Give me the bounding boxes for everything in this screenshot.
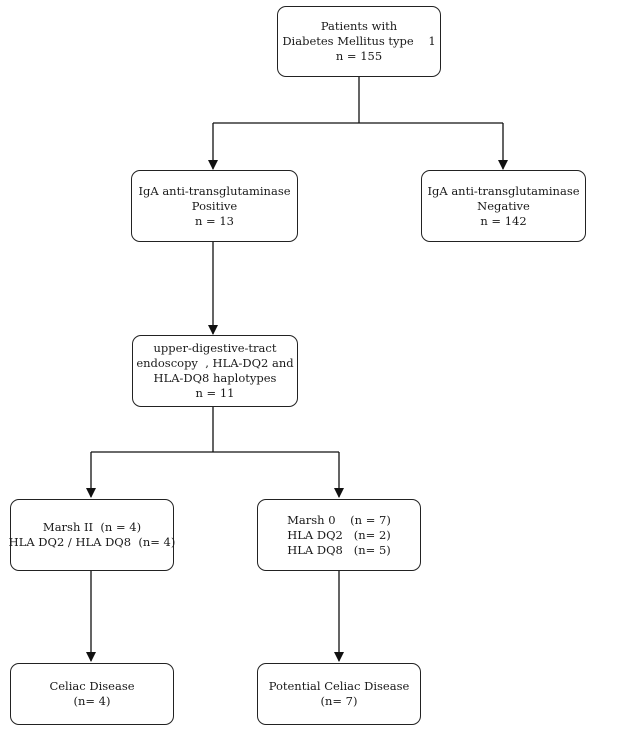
node-potential-line-1: Potential Celiac Disease: [268, 679, 410, 693]
node-celiac-line-1: Celiac Disease: [49, 679, 135, 693]
node-negative-line-1: IgA anti-transglutaminase: [427, 183, 580, 198]
node-negative-line-2: Negative: [477, 198, 530, 213]
node-marsh2-line-1: Marsh II (n = 4): [42, 520, 142, 534]
node-positive-count: n = 13: [195, 213, 234, 228]
node-negative: IgA anti-transglutaminase Negative n = 1…: [421, 170, 586, 242]
node-endoscopy: upper-digestive-tract endoscopy , HLA-DQ…: [132, 335, 298, 407]
node-positive-line-1: IgA anti-transglutaminase: [138, 183, 291, 198]
node-patients-line-1: Patients with: [320, 19, 398, 33]
node-patients-line-2: Diabetes Mellitus type 1: [282, 34, 436, 48]
node-celiac: Celiac Disease (n= 4): [10, 663, 174, 725]
node-celiac-count: (n= 4): [73, 694, 111, 708]
node-marsh0-line-2: HLA DQ2 (n= 2): [287, 527, 391, 542]
node-positive-line-2: Positive: [191, 198, 238, 213]
node-endoscopy-line-1: upper-digestive-tract: [153, 341, 277, 355]
node-marsh0: Marsh 0 (n = 7) HLA DQ2 (n= 2) HLA DQ8 (…: [257, 499, 421, 571]
node-marsh0-line-1: Marsh 0 (n = 7): [287, 512, 391, 527]
node-potential: Potential Celiac Disease (n= 7): [257, 663, 421, 725]
node-endoscopy-line-2: endoscopy , HLA-DQ2 and: [136, 356, 294, 370]
node-marsh2-line-2: HLA DQ2 / HLA DQ8 (n= 4): [8, 535, 176, 549]
node-marsh0-line-3: HLA DQ8 (n= 5): [287, 542, 391, 557]
node-negative-count: n = 142: [480, 213, 527, 228]
node-positive: IgA anti-transglutaminase Positive n = 1…: [131, 170, 298, 242]
node-potential-count: (n= 7): [320, 694, 358, 708]
node-patients-count: n = 155: [335, 49, 383, 63]
node-patients: Patients with Diabetes Mellitus type 1 n…: [277, 6, 441, 77]
node-endoscopy-count: n = 11: [195, 386, 235, 400]
node-marsh2: Marsh II (n = 4) HLA DQ2 / HLA DQ8 (n= 4…: [8, 499, 176, 571]
node-endoscopy-line-3: HLA-DQ8 haplotypes: [153, 371, 277, 385]
